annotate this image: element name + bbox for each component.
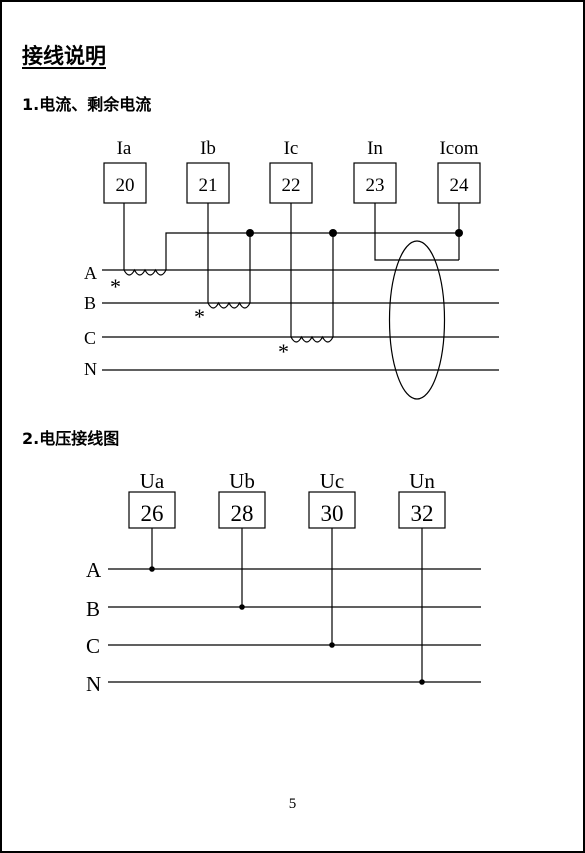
terminal-label-icom: Icom: [439, 138, 478, 159]
polarity-mark-c: *: [278, 339, 289, 364]
voltage-wiring-diagram: Ua Ub Uc Un 26 28 30 32 A B C N: [86, 469, 481, 696]
terminal-label-ia: Ia: [117, 138, 132, 159]
ct-coil-a: [123, 268, 167, 276]
terminal-number-20: 20: [116, 175, 135, 196]
terminal-number-30: 30: [321, 501, 344, 526]
ct-coil-b: [207, 301, 251, 309]
terminal-number-22: 22: [282, 175, 301, 196]
terminal-label-ic: Ic: [284, 138, 299, 159]
in-residual-loop: [374, 203, 459, 261]
terminal-number-21: 21: [199, 175, 218, 196]
polarity-mark-a: *: [110, 274, 121, 299]
line-label-b: B: [86, 597, 100, 621]
current-wiring-diagram: Ia Ib Ic In Icom 20 21 22 23 24 A B C N: [84, 138, 499, 400]
common-return-bus: [165, 232, 459, 270]
junction-dot: [329, 642, 335, 648]
terminal-number-32: 32: [411, 501, 434, 526]
terminal-label-ua: Ua: [140, 469, 165, 493]
section-title-voltage: 2.电压接线图: [22, 429, 120, 448]
terminal-label-un: Un: [409, 469, 435, 493]
junction-dot: [329, 229, 337, 237]
terminal-box-20: [103, 162, 147, 204]
line-label-c: C: [84, 328, 96, 348]
residual-current-transformer: [388, 240, 446, 400]
junction-dot: [419, 679, 425, 685]
terminal-number-26: 26: [141, 501, 164, 526]
junction-dot: [246, 229, 254, 237]
line-label-a: A: [86, 558, 102, 582]
ct-coil-c: [290, 335, 334, 343]
junction-dot: [149, 566, 155, 572]
line-label-b: B: [84, 293, 96, 313]
line-label-c: C: [86, 634, 100, 658]
polarity-mark-b: *: [194, 304, 205, 329]
terminal-number-23: 23: [366, 175, 385, 196]
line-label-a: A: [84, 263, 97, 283]
terminal-number-28: 28: [231, 501, 254, 526]
terminal-label-ib: Ib: [200, 138, 216, 159]
page-heading: 接线说明: [22, 44, 106, 68]
line-label-n: N: [84, 359, 97, 379]
terminal-number-24: 24: [450, 175, 470, 196]
junction-dot: [239, 604, 245, 610]
terminal-label-in: In: [367, 138, 383, 159]
page-number: 5: [288, 796, 297, 812]
terminal-label-uc: Uc: [320, 469, 345, 493]
line-label-n: N: [86, 672, 101, 696]
junction-dot: [455, 229, 463, 237]
section-title-current: 1.电流、剩余电流: [22, 95, 152, 114]
terminal-label-ub: Ub: [229, 469, 255, 493]
